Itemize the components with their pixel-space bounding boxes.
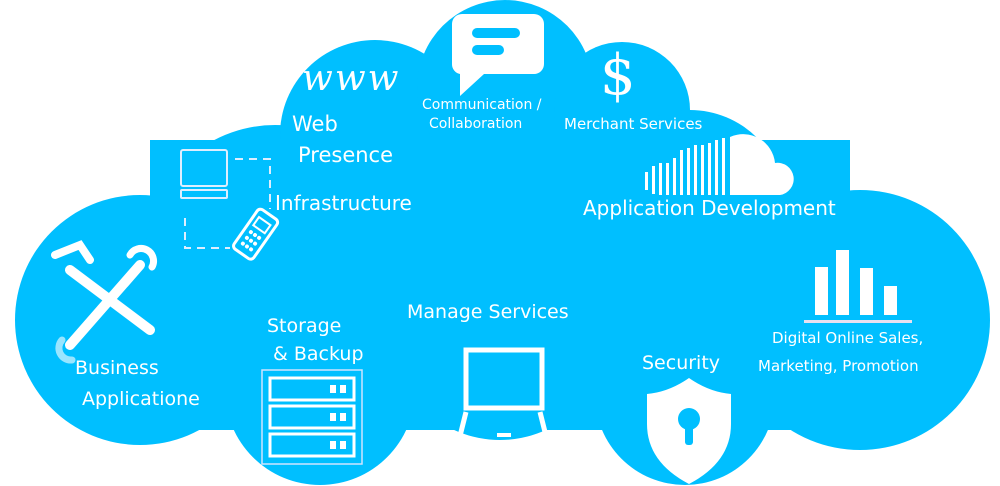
storage-label-1: Storage	[267, 315, 342, 337]
server-storage-icon	[261, 369, 363, 465]
application-development-label: Application Development	[583, 196, 836, 220]
chat-bubble-icon	[451, 14, 544, 96]
digital-sales-label-2: Marketing, Promotion	[758, 357, 919, 375]
business-label-1: Business	[75, 357, 159, 379]
web-presence-label-1: Web	[292, 112, 338, 136]
infrastructure-icon	[180, 149, 280, 261]
dollar-icon: $	[600, 43, 636, 108]
www-logo: www	[302, 58, 401, 99]
app-cloud-icon	[645, 134, 794, 195]
storage-label-2: & Backup	[273, 343, 364, 365]
manage-services-label: Manage Services	[407, 301, 569, 323]
security-shield-icon	[647, 378, 731, 484]
digital-sales-label-1: Digital Online Sales,	[772, 329, 924, 347]
infrastructure-label: Infrastructure	[275, 191, 412, 215]
merchant-services-label: Merchant Services	[564, 115, 703, 133]
tools-icon	[51, 240, 158, 364]
laptop-icon	[454, 347, 552, 447]
business-label-2: Applicatione	[82, 388, 200, 410]
security-label: Security	[642, 352, 721, 374]
communication-label-1: Communication /	[422, 97, 542, 113]
web-presence-label-2: Presence	[298, 143, 394, 167]
bar-chart-icon	[804, 250, 912, 323]
communication-label-2: Collaboration	[429, 116, 523, 132]
